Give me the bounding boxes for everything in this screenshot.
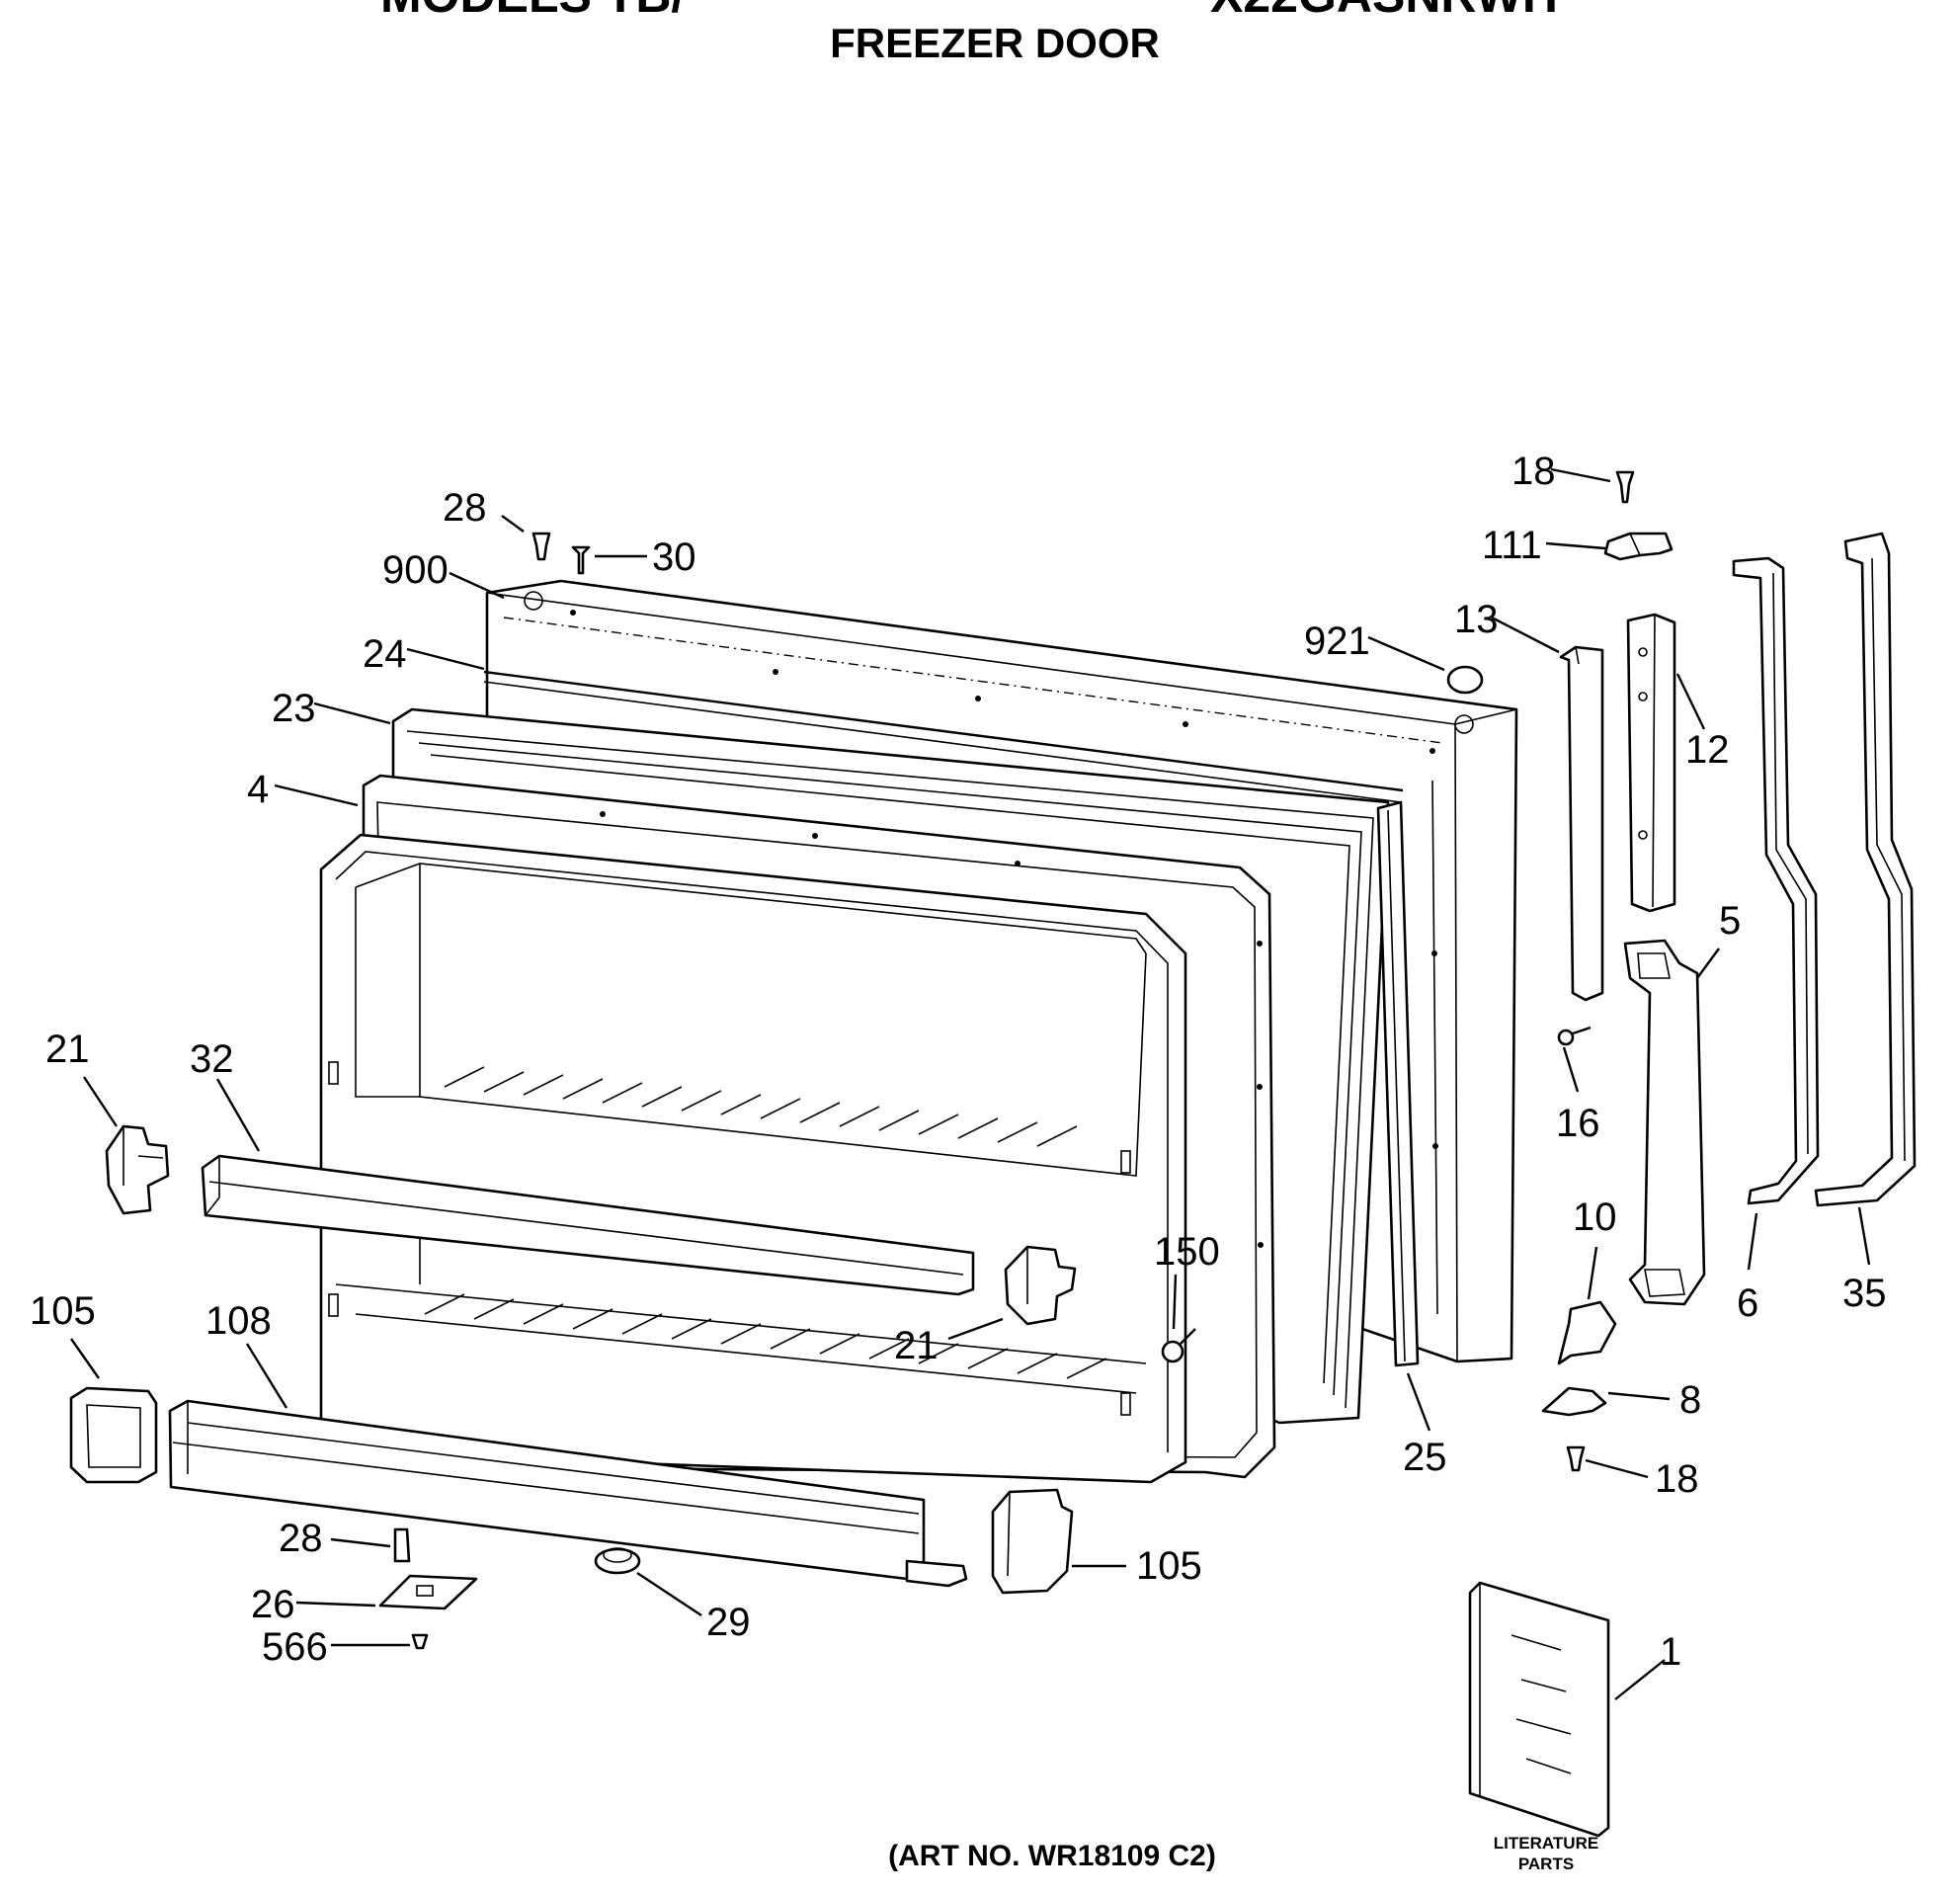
callout-21-left: 21 <box>45 1028 90 1071</box>
plug-921 <box>1446 665 1484 695</box>
leader-lines <box>70 467 1871 1700</box>
callout-105-left: 105 <box>30 1289 96 1333</box>
literature-booklet <box>1468 1581 1610 1838</box>
callout-16: 16 <box>1556 1102 1600 1145</box>
screw-16 <box>1557 1026 1592 1046</box>
callout-921: 921 <box>1304 619 1370 663</box>
models-line-left: MODELS TB/ <box>380 0 685 23</box>
callout-13: 13 <box>1454 598 1499 641</box>
literature-label-line1: LITERATURE <box>1494 1834 1598 1853</box>
callout-105-right: 105 <box>1136 1544 1202 1588</box>
callout-30: 30 <box>652 536 696 579</box>
callout-12: 12 <box>1685 728 1730 772</box>
shelf-end-cap-right <box>1004 1245 1077 1326</box>
screw-150 <box>1161 1328 1196 1363</box>
callout-566: 566 <box>262 1625 328 1669</box>
handle-trim-6 <box>1732 556 1820 1205</box>
bracket-8 <box>1541 1386 1607 1417</box>
handle-5 <box>1623 939 1706 1306</box>
callout-150: 150 <box>1154 1230 1220 1274</box>
screw-28-bottom <box>393 1527 411 1563</box>
bin-bar <box>168 1399 968 1588</box>
bin-end-cap-left <box>69 1386 158 1484</box>
screw-28-top <box>531 532 551 561</box>
callout-24: 24 <box>363 632 407 676</box>
callout-18-bottom: 18 <box>1655 1457 1699 1501</box>
page-title: FREEZER DOOR <box>830 20 1160 66</box>
callout-18-top: 18 <box>1511 450 1556 493</box>
screw-18-top <box>1615 470 1635 504</box>
callout-900: 900 <box>382 548 449 592</box>
handle-cap-13 <box>1559 645 1604 1002</box>
callout-108: 108 <box>205 1299 272 1343</box>
bin-end-cap-right <box>991 1488 1074 1595</box>
screw-18-bottom <box>1566 1445 1586 1472</box>
callout-25: 25 <box>1403 1436 1447 1479</box>
callout-32: 32 <box>190 1037 234 1081</box>
hinge-pin-bracket-111 <box>1603 532 1674 561</box>
callout-28-bottom: 28 <box>279 1517 323 1560</box>
callout-10: 10 <box>1573 1196 1617 1239</box>
callout-4: 4 <box>247 768 269 811</box>
shelf-ribs-upper <box>444 1066 1078 1147</box>
callout-21-mid: 21 <box>894 1324 939 1367</box>
handle-trim-35 <box>1814 532 1917 1207</box>
callout-35: 35 <box>1842 1272 1887 1315</box>
callout-6: 6 <box>1737 1281 1758 1325</box>
screw-30 <box>571 545 591 575</box>
shelf-bar <box>201 1154 975 1296</box>
screw-566 <box>411 1633 429 1650</box>
plug-29 <box>594 1547 641 1575</box>
callout-28-top: 28 <box>443 486 487 530</box>
bracket-10 <box>1557 1300 1617 1365</box>
gasket-strip <box>1376 800 1420 1367</box>
door-tub-shelves <box>319 833 1187 1484</box>
shelf-end-cap-left <box>105 1124 170 1215</box>
callout-5: 5 <box>1719 899 1741 943</box>
shelf-ribs-lower <box>424 1293 1107 1379</box>
plate-26 <box>378 1574 478 1610</box>
callout-8: 8 <box>1679 1378 1701 1422</box>
art-number: (ART NO. WR18109 C2) <box>888 1840 1216 1872</box>
callout-29: 29 <box>706 1601 751 1644</box>
models-line-right: X22GASNRWH <box>1210 0 1558 23</box>
callout-26: 26 <box>251 1583 295 1626</box>
callout-111: 111 <box>1482 524 1542 567</box>
callout-1: 1 <box>1660 1630 1681 1674</box>
literature-label-line2: PARTS <box>1518 1855 1574 1873</box>
callout-23: 23 <box>272 687 316 730</box>
hinge-plate-12 <box>1626 613 1676 913</box>
